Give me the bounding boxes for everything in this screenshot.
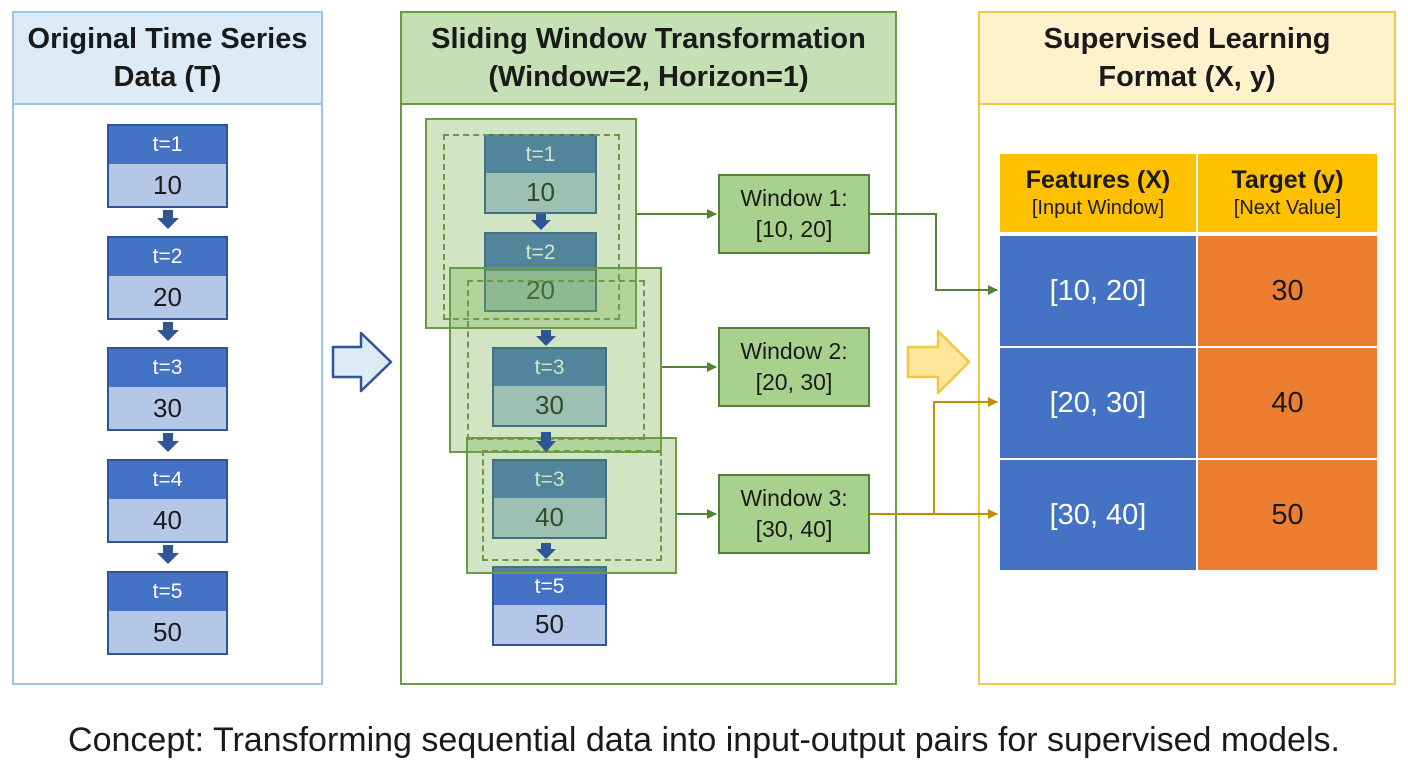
down-arrow-icon (536, 432, 556, 452)
series-box-value: 40 (153, 504, 182, 535)
window-2-highlight (449, 267, 662, 453)
sliding-box-5: t=5 50 (492, 566, 607, 646)
series-box-t2: t=2 20 (107, 236, 228, 320)
window-3-highlight (466, 437, 677, 574)
window-1-title: Window 1: (740, 185, 848, 211)
down-arrow-icon (531, 214, 551, 230)
series-box-label: t=2 (109, 238, 226, 276)
sliding-box-3: t=3 30 (492, 347, 607, 427)
sliding-box-label: t=1 (486, 136, 595, 173)
sliding-window-title-line1: Sliding Window Transformation (431, 23, 866, 55)
sliding-box-1: t=1 10 (484, 134, 597, 214)
features-header-title: Features (X) (1025, 166, 1171, 194)
window-1-box: Window 1: [10, 20] (718, 174, 870, 254)
features-cell: [20, 30] (1000, 348, 1196, 458)
target-cell: 30 (1198, 236, 1377, 346)
window-2-box: Window 2: [20, 30] (718, 327, 870, 407)
down-arrow-icon (157, 433, 179, 452)
series-box-t1: t=1 10 (107, 124, 228, 208)
supervised-title-line1: Supervised Learning (1043, 23, 1331, 55)
target-cell: 50 (1198, 460, 1377, 570)
sliding-box-2: t=2 20 (484, 232, 597, 312)
series-box-label: t=1 (109, 126, 226, 164)
window-1-dashed-outline (443, 134, 620, 320)
window-2-values: [20, 30] (755, 369, 833, 395)
down-arrow-icon (157, 210, 179, 229)
flow-arrow-icon (906, 329, 971, 395)
down-arrow-icon (157, 322, 179, 341)
sliding-box-value: 10 (526, 177, 555, 207)
series-box-value: 20 (153, 281, 182, 312)
sliding-box-label: t=3 (494, 461, 605, 498)
window-3-box: Window 3: [30, 40] (718, 474, 870, 554)
sliding-window-header: Sliding Window Transformation (Window=2,… (402, 13, 895, 105)
sliding-box-4: t=3 40 (492, 459, 607, 539)
series-box-t4: t=4 40 (107, 459, 228, 543)
series-box-label: t=4 (109, 461, 226, 499)
target-cell: 40 (1198, 348, 1377, 458)
series-box-value: 30 (153, 392, 182, 423)
features-cell: [30, 40] (1000, 460, 1196, 570)
original-series-title-line1: Original Time Series (27, 23, 308, 55)
series-box-label: t=3 (109, 349, 226, 387)
features-column-header: Features (X) [Input Window] (1000, 154, 1196, 232)
target-column-header: Target (y) [Next Value] (1198, 154, 1377, 232)
supervised-title-line2: Format (X, y) (1098, 61, 1276, 93)
series-down-arrows (157, 210, 179, 564)
sliding-box-value: 40 (535, 502, 564, 532)
sliding-down-arrows (531, 214, 556, 559)
caption: Concept: Transforming sequential data in… (68, 721, 1340, 759)
target-header-subtitle: [Next Value] (1233, 197, 1342, 219)
series-box-t3: t=3 30 (107, 347, 228, 431)
down-arrow-icon (536, 543, 556, 559)
original-series-panel: Original Time Series Data (T) (12, 11, 323, 685)
sliding-window-title-line2: (Window=2, Horizon=1) (488, 61, 809, 93)
features-cell: [10, 20] (1000, 236, 1196, 346)
sliding-window-panel: Sliding Window Transformation (Window=2,… (400, 11, 897, 685)
window-1-to-row-connector (870, 213, 998, 295)
sliding-box-value: 30 (535, 390, 564, 420)
window-3-title: Window 3: (740, 485, 848, 511)
window-3-values: [30, 40] (755, 516, 833, 542)
window-1-highlight (425, 118, 637, 329)
window-2-dashed-outline (467, 280, 645, 440)
series-box-value: 50 (153, 616, 182, 647)
series-box-t5: t=5 50 (107, 571, 228, 655)
window-1-values: [10, 20] (755, 216, 833, 242)
window-to-row-2-connector (933, 397, 998, 514)
window-2-title: Window 2: (740, 338, 848, 364)
original-series-title-line2: Data (T) (113, 61, 222, 93)
features-header-subtitle: [Input Window] (1031, 197, 1165, 219)
window-3-dashed-outline (482, 450, 662, 561)
sliding-box-label: t=2 (486, 234, 595, 271)
flow-arrow-icon (331, 331, 393, 393)
original-series-header: Original Time Series Data (T) (14, 13, 321, 105)
target-header-title: Target (y) (1231, 166, 1344, 194)
supervised-header: Supervised Learning Format (X, y) (980, 13, 1394, 105)
down-arrow-icon (157, 545, 179, 564)
series-box-value: 10 (153, 169, 182, 200)
supervised-panel: Supervised Learning Format (X, y) (978, 11, 1396, 685)
sliding-box-value: 50 (535, 609, 564, 639)
down-arrow-icon (536, 330, 556, 346)
series-box-label: t=5 (109, 573, 226, 611)
sliding-box-label: t=5 (494, 568, 605, 605)
sliding-box-label: t=3 (494, 349, 605, 386)
